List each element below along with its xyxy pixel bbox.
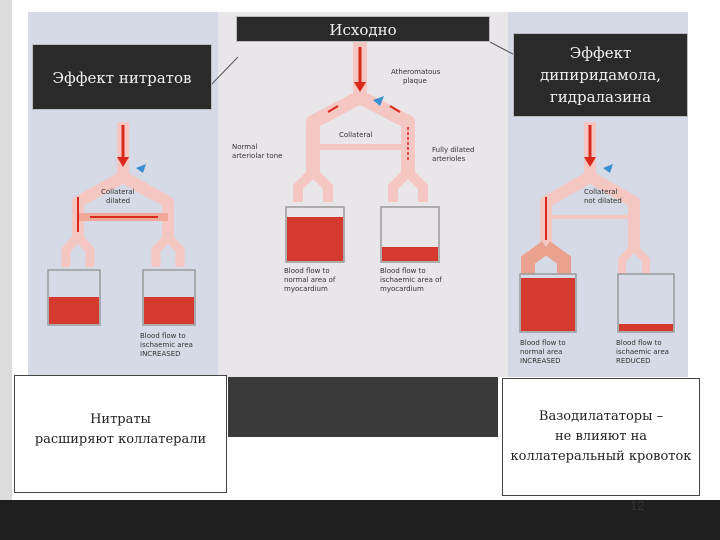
right-beaker-ischaemic-label-1: Blood flow to [616, 339, 662, 347]
page-number: 12 [630, 498, 645, 513]
left-collateral-label-2: dilated [106, 197, 130, 205]
vasodilators-caption-line-3: коллатеральный кровоток [510, 449, 692, 464]
center-beaker-ischaemic-label-3: myocardium [380, 285, 424, 293]
right-plaque [603, 164, 613, 173]
center-normal-tone-label-1: Normal [232, 143, 257, 151]
center-beaker-ischaemic-label-1: Blood flow to [380, 267, 426, 275]
left-beaker-ischaemic-label-3: INCREASED [140, 350, 181, 358]
nitrates-effect-label: Эффект нитратов [32, 44, 212, 110]
right-collateral-label-1: Collateral [584, 188, 618, 196]
center-vessel-tree [293, 42, 428, 202]
vasodilators-caption-line-1: Вазодилататоры – [538, 409, 664, 424]
title-baseline-label: Исходно [236, 16, 490, 42]
center-plaque-label-2: plaque [403, 77, 427, 85]
center-fully-dilated-label-2: arterioles [432, 155, 466, 163]
right-beaker-normal-label-1: Blood flow to [520, 339, 566, 347]
left-beaker-ischaemic-label-1: Blood flow to [140, 332, 186, 340]
center-beaker-normal-label-2: normal area of [284, 276, 336, 284]
center-collateral-label: Collateral [339, 131, 373, 139]
dipyridamole-label-line-2: дипиридамола, [540, 66, 661, 84]
dipyridamole-label-line-1: Эффект [569, 44, 632, 62]
center-beaker-normal-label-1: Blood flow to [284, 267, 330, 275]
right-beaker-normal-label-3: INCREASED [520, 357, 561, 365]
center-normal-tone-label-2: arteriolar tone [232, 152, 282, 160]
left-beaker-ischaemic-label-2: ischaemic area [140, 341, 193, 349]
dipyridamole-effect-label: Эффект дипиридамола, гидралазина [513, 33, 688, 117]
center-beaker-normal-label-3: myocardium [284, 285, 328, 293]
center-beaker-ischaemic [380, 206, 440, 263]
left-beaker-normal [47, 269, 101, 326]
center-beaker-ischaemic-label-2: ischaemic area of [380, 276, 442, 284]
right-vessel-tree [521, 122, 650, 274]
nitrates-caption: Нитраты расширяют коллатерали [14, 375, 227, 493]
right-collateral-label-2: not dilated [584, 197, 622, 205]
left-collateral-label-1: Collateral [101, 188, 135, 196]
connector-left [207, 56, 239, 89]
center-beaker-normal [285, 206, 345, 263]
right-beaker-ischaemic-label-3: REDUCED [616, 357, 651, 365]
bottom-band [0, 500, 720, 540]
nitrates-caption-line-2: расширяют коллатерали [34, 432, 207, 447]
nitrates-caption-line-1: Нитраты [90, 412, 151, 427]
right-beaker-ischaemic-label-2: ischaemic area [616, 348, 669, 356]
dipyridamole-label-line-3: гидралазина [549, 88, 652, 106]
right-beaker-normal [519, 273, 577, 333]
right-beaker-normal-label-2: normal area [520, 348, 562, 356]
vasodilators-caption: Вазодилататоры – не влияют на коллатерал… [502, 378, 700, 496]
dark-strip [228, 377, 498, 437]
left-vessel-tree [61, 122, 185, 267]
center-fully-dilated-label-1: Fully dilated [432, 146, 474, 154]
left-plaque [136, 164, 146, 173]
left-beaker-ischaemic [142, 269, 196, 326]
vasodilators-caption-line-2: не влияют на [555, 429, 647, 444]
right-beaker-ischaemic [617, 273, 675, 333]
center-plaque-label-1: Atheromatous [391, 68, 441, 76]
slide-edge [0, 0, 12, 540]
center-plaque [373, 96, 384, 106]
